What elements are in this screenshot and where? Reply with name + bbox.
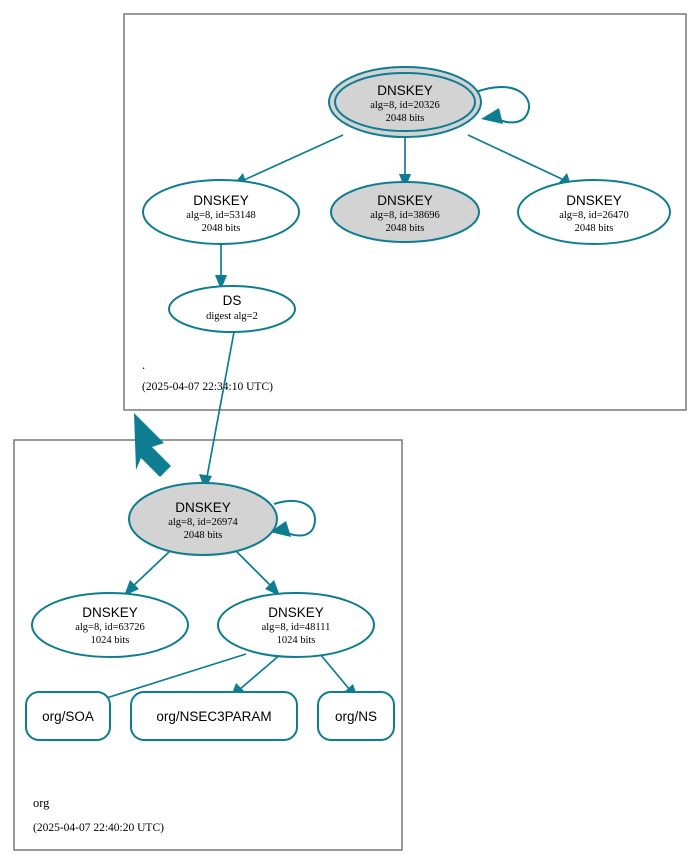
node-ellipse-dnskey-53148 — [142, 179, 300, 245]
node-label-digest-ds-root: digest alg=2 — [206, 311, 258, 322]
node-label-alg-id-dnskey-53148: alg=8, id=53148 — [186, 210, 256, 221]
zone-timestamp-root: (2025-04-07 22:34:10 UTC) — [142, 381, 273, 393]
zone-timestamp-org: (2025-04-07 22:40:20 UTC) — [33, 822, 164, 834]
node-label-title-ds-root: DS — [223, 293, 242, 308]
node-label-bits-dnskey-38696: 2048 bits — [386, 223, 425, 234]
edge-arrowhead-root-zsk53148-to-ds — [215, 275, 227, 290]
node-label-title-dnskey-20326: DNSKEY — [377, 83, 433, 98]
node-dnskey-63726[interactable]: DNSKEY alg=8, id=63726 1024 bits — [31, 592, 189, 658]
node-ellipse-dnskey-63726 — [31, 592, 189, 658]
delegation-arrow-root-to-org — [134, 413, 171, 477]
node-label-title-dnskey-63726: DNSKEY — [82, 605, 138, 620]
node-label-bits-dnskey-26974: 2048 bits — [184, 530, 223, 541]
node-label-bits-dnskey-63726: 1024 bits — [91, 635, 130, 646]
edge-self-sign-root-ksk — [475, 86, 531, 124]
edge-arrowhead-self-sign-org-ksk — [270, 521, 291, 537]
node-label-alg-id-dnskey-63726: alg=8, id=63726 — [75, 622, 145, 633]
rrset-org-nsec3param[interactable]: org/NSEC3PARAM — [130, 691, 298, 741]
node-ellipse-dnskey-26470 — [517, 179, 671, 245]
node-label-alg-id-dnskey-20326: alg=8, id=20326 — [370, 100, 440, 111]
node-label-bits-dnskey-26470: 2048 bits — [575, 223, 614, 234]
edge-arrowhead-ds-to-org-ksk — [199, 474, 212, 490]
rrset-box-org-nsec3param — [130, 691, 298, 741]
rrset-org-ns[interactable]: org/NS — [317, 691, 395, 741]
node-dnskey-38696[interactable]: DNSKEY alg=8, id=38696 2048 bits — [330, 181, 480, 243]
node-label-alg-id-dnskey-26470: alg=8, id=26470 — [559, 210, 629, 221]
node-label-title-dnskey-48111: DNSKEY — [268, 605, 324, 620]
zone-name-org: org — [33, 796, 50, 810]
node-label-alg-id-dnskey-38696: alg=8, id=38696 — [370, 210, 440, 221]
node-label-title-dnskey-26974: DNSKEY — [175, 500, 231, 515]
node-label-alg-id-dnskey-26974: alg=8, id=26974 — [168, 517, 238, 528]
node-inner-ellipse-dnskey-20326 — [334, 72, 476, 132]
edge-org-zsk48111-to-ns — [319, 653, 351, 691]
rrset-label-org-soa: org/SOA — [42, 709, 94, 724]
rrset-box-org-soa — [25, 691, 111, 741]
node-dnskey-26470[interactable]: DNSKEY alg=8, id=26470 2048 bits — [517, 179, 671, 245]
node-ellipse-dnskey-38696 — [330, 181, 480, 243]
node-ellipse-dnskey-48111 — [217, 592, 375, 658]
edge-arrowhead-org-ksk-to-zsk63726 — [124, 580, 139, 596]
edge-ds-to-org-ksk — [206, 331, 235, 478]
node-label-title-dnskey-26470: DNSKEY — [566, 193, 622, 208]
node-dnskey-53148[interactable]: DNSKEY alg=8, id=53148 2048 bits — [142, 179, 300, 245]
node-label-title-dnskey-53148: DNSKEY — [193, 193, 249, 208]
node-dnskey-26974[interactable]: DNSKEY alg=8, id=26974 2048 bits — [128, 482, 278, 556]
zone-name-root: . — [142, 358, 145, 372]
node-dnskey-48111[interactable]: DNSKEY alg=8, id=48111 1024 bits — [217, 592, 375, 658]
edge-root-ksk-to-zsk53148 — [243, 134, 344, 181]
edge-org-ksk-to-zsk48111 — [235, 550, 273, 588]
edge-org-ksk-to-zsk63726 — [131, 550, 171, 588]
edge-arrowhead-self-sign-root-ksk — [481, 108, 503, 124]
node-ds-root[interactable]: DS digest alg=2 — [168, 285, 296, 333]
node-ellipse-ds-root — [168, 285, 296, 333]
rrset-label-org-ns: org/NS — [335, 709, 377, 724]
node-label-bits-dnskey-53148: 2048 bits — [202, 223, 241, 234]
edge-self-sign-org-ksk — [273, 499, 316, 537]
rrset-org-soa[interactable]: org/SOA — [25, 691, 111, 741]
node-label-title-dnskey-38696: DNSKEY — [377, 193, 433, 208]
node-label-bits-dnskey-20326: 2048 bits — [386, 113, 425, 124]
rrset-box-org-ns — [317, 691, 395, 741]
edge-root-ksk-to-zsk26470 — [467, 134, 565, 181]
node-label-alg-id-dnskey-48111: alg=8, id=48111 — [262, 622, 331, 633]
edge-org-zsk48111-to-nsec3param — [238, 653, 282, 691]
node-dnskey-20326[interactable]: DNSKEY alg=8, id=20326 2048 bits — [328, 66, 482, 138]
rrset-label-org-nsec3param: org/NSEC3PARAM — [156, 709, 271, 724]
edge-arrowhead-org-ksk-to-zsk48111 — [265, 580, 280, 596]
edge-org-zsk48111-to-soa — [99, 653, 247, 701]
node-label-bits-dnskey-48111: 1024 bits — [277, 635, 316, 646]
node-ellipse-dnskey-26974 — [128, 482, 278, 556]
